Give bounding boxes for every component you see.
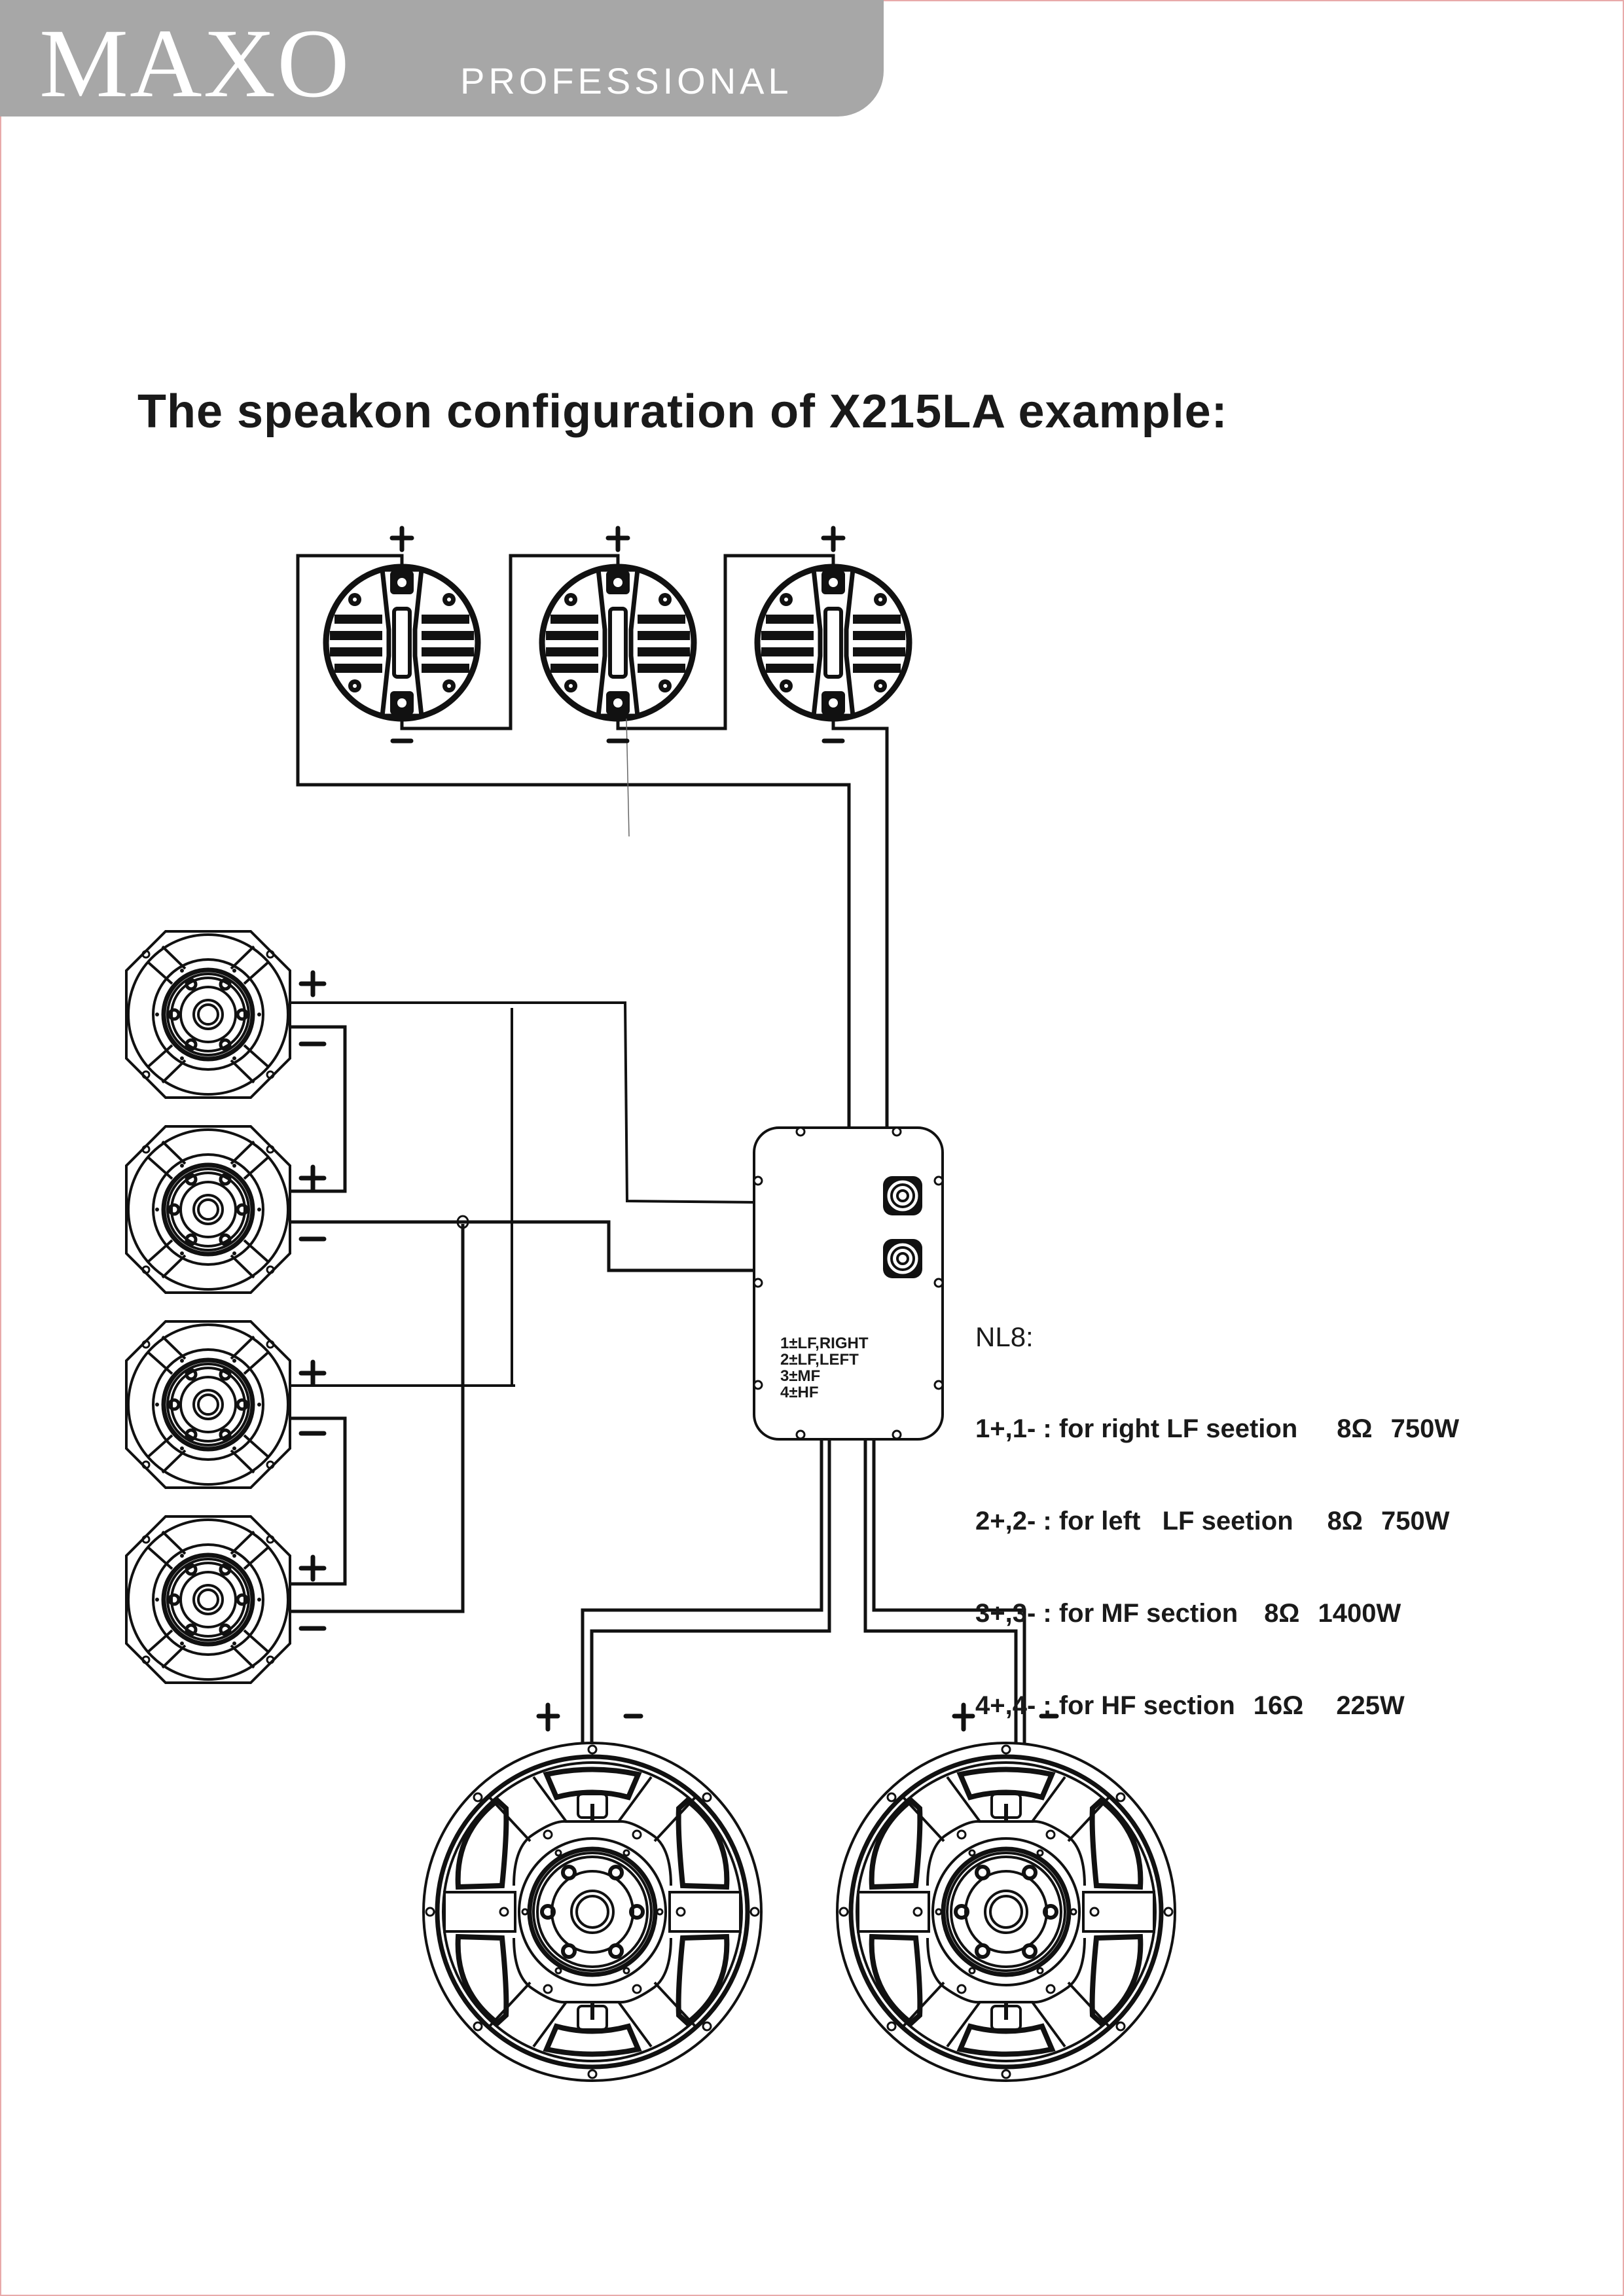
legend-row: 2+,2- : for left LF seetion 8Ω 750W <box>975 1506 1459 1537</box>
legend-impedance: 8Ω <box>1264 1599 1300 1628</box>
lf-woofer-left <box>424 1743 761 2081</box>
wires <box>290 554 1026 1744</box>
panel-label-2: 2±LF,LEFT <box>780 1351 859 1369</box>
legend-power: 1400W <box>1318 1599 1401 1628</box>
plus-icon <box>298 1359 327 1387</box>
hf-driver-2 <box>542 567 694 719</box>
plus-icon <box>389 526 414 552</box>
legend-pins: 1+,1- : <box>975 1414 1052 1443</box>
plus-icon <box>821 526 846 552</box>
legend-impedance: 8Ω <box>1337 1414 1373 1443</box>
legend-desc: for left LF seetion <box>1058 1507 1293 1535</box>
brand-logo: MAXO <box>39 9 351 118</box>
legend-desc: for MF section <box>1058 1599 1238 1628</box>
legend-row: 3+,3- : for MF section 8Ω 1400W <box>975 1598 1459 1629</box>
legend-row: 4+,4- : for HF section 16Ω 225W <box>975 1691 1459 1721</box>
legend-heading: NL8: <box>975 1321 1034 1352</box>
plus-icon <box>298 1164 327 1193</box>
polarity-marks <box>298 526 1059 1732</box>
panel-label-4: 4±HF <box>780 1384 819 1401</box>
plus-icon <box>952 1702 975 1732</box>
legend-power: 750W <box>1380 1507 1450 1535</box>
legend-pins: 2+,2- : <box>975 1507 1052 1535</box>
legend-desc: for HF section <box>1058 1691 1235 1720</box>
nl8-panel <box>753 1126 944 1441</box>
legend-pins: 3+,3- : <box>975 1599 1052 1628</box>
brand-subtitle: PROFESSIONAL <box>460 60 793 101</box>
mf-driver-3 <box>126 1321 290 1488</box>
hf-driver-1 <box>326 567 478 719</box>
legend-row: 1+,1- : for right LF seetion 8Ω 750W <box>975 1414 1459 1444</box>
legend-pins: 4+,4- : <box>975 1691 1052 1720</box>
header-band: MAXO PROFESSIONAL <box>0 0 884 117</box>
mf-driver-4 <box>126 1516 290 1683</box>
plus-icon <box>298 970 327 997</box>
panel-label-1: 1±LF,RIGHT <box>780 1335 869 1352</box>
speakon-connector-1 <box>883 1176 922 1215</box>
mf-driver-1 <box>126 931 290 1098</box>
plus-icon <box>605 526 630 552</box>
lf-woofer-right <box>837 1743 1175 2081</box>
panel-label-3: 3±MF <box>780 1367 821 1385</box>
speakon-connector-2 <box>883 1239 922 1278</box>
legend-desc: for right LF seetion <box>1058 1414 1298 1443</box>
mf-driver-2 <box>126 1126 290 1293</box>
legend-impedance: 16Ω <box>1253 1691 1304 1720</box>
legend-impedance: 8Ω <box>1327 1507 1363 1535</box>
plus-icon <box>536 1702 560 1732</box>
legend-power: 750W <box>1390 1414 1460 1443</box>
plus-icon <box>298 1554 327 1582</box>
legend-power: 225W <box>1336 1691 1405 1720</box>
hf-driver-3 <box>757 567 909 719</box>
page-title: The speakon configuration of X215LA exam… <box>137 386 1228 438</box>
